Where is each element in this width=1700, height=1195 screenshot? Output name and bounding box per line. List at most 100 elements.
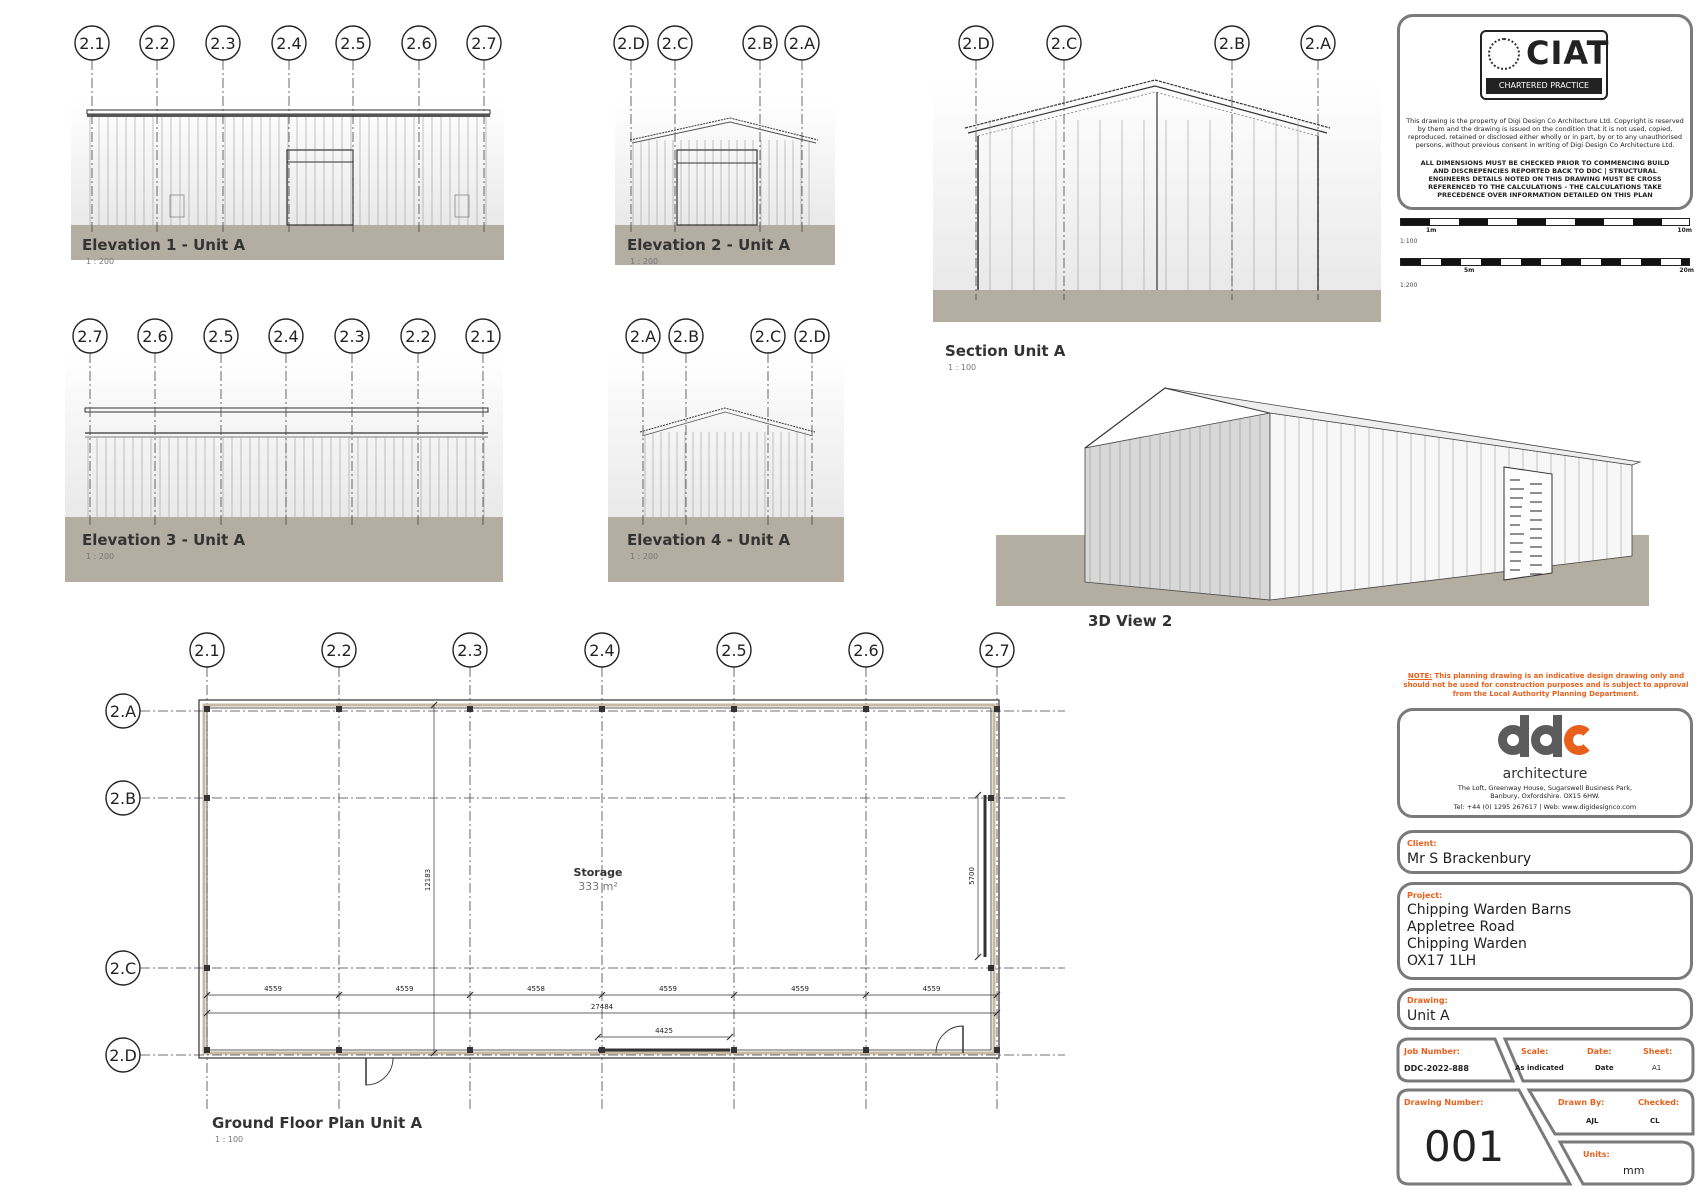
ground-band — [71, 225, 504, 260]
titleblock-project: Project: Chipping Warden Barns Appletree… — [1397, 882, 1693, 980]
project-line-1: Chipping Warden Barns — [1407, 902, 1572, 918]
titleblock-ciat-panel: CIAT CHARTERED PRACTICE This drawing is … — [1397, 14, 1693, 210]
grid-bubble-2.B: 2.B — [742, 25, 778, 235]
titleblock-client: Client: Mr S Brackenbury — [1397, 830, 1693, 874]
grid-bubble-2.7: 2.7 — [466, 25, 502, 235]
svg-text:2.B: 2.B — [110, 789, 136, 808]
project-line-3: Chipping Warden — [1407, 936, 1527, 952]
svg-text:2.C: 2.C — [755, 327, 781, 346]
svg-text:2.1: 2.1 — [79, 34, 104, 53]
svg-text:2.D: 2.D — [109, 1046, 137, 1065]
view-scale: 1 : 200 — [630, 257, 658, 266]
grid-bubble-2.5: 2.5 — [335, 25, 371, 235]
job-number: DDC-2022-888 — [1404, 1064, 1469, 1073]
grid-bubble-2.A: 2.A — [1300, 25, 1336, 300]
grid-bubble-2.D: 2.D — [794, 318, 830, 528]
grid-bubble-2.1: 2.1 — [74, 25, 110, 235]
dimension-note: ALL DIMENSIONS MUST BE CHECKED PRIOR TO … — [1420, 159, 1670, 199]
svg-text:2.A: 2.A — [110, 702, 136, 721]
planning-note: NOTE: This planning drawing is an indica… — [1400, 672, 1692, 699]
svg-text:2.6: 2.6 — [406, 34, 431, 53]
bay-dimension: 4559 — [264, 985, 282, 993]
ddc-logo: ddc — [1498, 715, 1598, 771]
titleblock-info-frame — [1396, 1037, 1695, 1186]
grid-bubble-2.2: 2.2 — [139, 25, 175, 235]
project-line-4: OX17 1LH — [1407, 953, 1477, 969]
grid-bubble-2.A: 2.A — [625, 318, 661, 528]
room-area: 333 m² — [578, 880, 618, 893]
bay-dimension: 4559 — [791, 985, 809, 993]
svg-text:2.1: 2.1 — [470, 327, 495, 346]
grid-bubble-2.D: 2.D — [105, 1037, 1065, 1073]
grid-bubble-2.C: 2.C — [750, 318, 786, 528]
grid-bubble-2.6: 2.6 — [401, 25, 437, 235]
drawing-name: Unit A — [1407, 1008, 1450, 1024]
grid-bubble-2.5: 2.5 — [716, 632, 752, 1110]
firm-contact: Tel: +44 (0) 1295 267617 | Web: www.digi… — [1453, 803, 1637, 811]
copyright-text: This drawing is the property of Digi Des… — [1406, 117, 1684, 149]
svg-text:2.1: 2.1 — [194, 641, 219, 660]
drawn-by: AJL — [1586, 1117, 1599, 1125]
bay-dimension: 4559 — [659, 985, 677, 993]
view-title: Elevation 3 - Unit A — [82, 531, 245, 549]
view-scale: 1 : 100 — [948, 363, 976, 372]
titleblock-drawing: Drawing: Unit A — [1397, 988, 1693, 1030]
svg-text:2.3: 2.3 — [457, 641, 482, 660]
ciat-logo: CIAT CHARTERED PRACTICE — [1480, 30, 1609, 100]
grid-bubble-2.4: 2.4 — [584, 632, 620, 1110]
side-dimension: 5700 — [968, 867, 976, 885]
titleblock-firm-panel: ddc architecture The Loft, Greenway Hous… — [1397, 708, 1693, 818]
grid-bubble-2.A: 2.A — [784, 25, 820, 235]
svg-text:2.5: 2.5 — [721, 641, 746, 660]
door-dimension: 4425 — [655, 1027, 673, 1035]
bay-dimension: 4559 — [923, 985, 941, 993]
units-value: mm — [1623, 1164, 1645, 1177]
svg-text:2.A: 2.A — [1305, 34, 1331, 53]
view-scale: 1 : 200 — [86, 257, 114, 266]
firm-address: The Loft, Greenway House, Sugarswell Bus… — [1457, 784, 1633, 800]
view-title: Section Unit A — [945, 342, 1066, 360]
svg-text:2.2: 2.2 — [405, 327, 430, 346]
grid-bubble-2.6: 2.6 — [137, 318, 173, 528]
grid-bubble-2.7: 2.7 — [979, 632, 1015, 1110]
view-title: Elevation 2 - Unit A — [627, 236, 790, 254]
client-name: Mr S Brackenbury — [1407, 851, 1532, 867]
grid-bubble-2.B: 2.B — [105, 780, 1065, 816]
grid-bubble-2.7: 2.7 — [72, 318, 108, 528]
svg-text:2.D: 2.D — [962, 34, 990, 53]
grid-bubble-2.4: 2.4 — [271, 25, 307, 235]
view-title: Ground Floor Plan Unit A — [212, 1114, 423, 1132]
grid-bubble-2.C: 2.C — [1046, 25, 1082, 300]
bay-dimension: 4558 — [527, 985, 545, 993]
svg-text:2.C: 2.C — [110, 959, 136, 978]
bay-dimension: 4559 — [396, 985, 414, 993]
svg-text:2.5: 2.5 — [340, 34, 365, 53]
firm-name: architecture — [1502, 766, 1588, 782]
svg-text:2.6: 2.6 — [142, 327, 167, 346]
svg-text:2.C: 2.C — [1051, 34, 1077, 53]
svg-text:2.6: 2.6 — [853, 641, 878, 660]
grid-bubble-2.1: 2.1 — [465, 318, 501, 528]
ciat-emblem-icon — [1488, 38, 1520, 70]
svg-text:2.7: 2.7 — [984, 641, 1009, 660]
depth-dimension: 12183 — [424, 869, 432, 891]
grid-bubble-2.2: 2.2 — [321, 632, 357, 1110]
svg-text:2.4: 2.4 — [273, 327, 298, 346]
svg-text:2.B: 2.B — [673, 327, 699, 346]
grid-bubble-2.C: 2.C — [657, 25, 693, 235]
svg-text:2.7: 2.7 — [471, 34, 496, 53]
svg-text:2.2: 2.2 — [326, 641, 351, 660]
3d-view: 3D View 2 — [996, 387, 1649, 630]
ground-band — [65, 517, 503, 582]
scale-value: As indicated — [1515, 1064, 1564, 1072]
svg-text:2.D: 2.D — [617, 34, 645, 53]
ground-band — [608, 517, 844, 582]
grid-bubble-2.C: 2.C — [105, 950, 1065, 986]
svg-text:2.A: 2.A — [630, 327, 656, 346]
scalebar-1: 1m 10m 1:100 — [1400, 218, 1692, 248]
note-text: This planning drawing is an indicative d… — [1403, 672, 1689, 698]
grid-bubble-2.3: 2.3 — [205, 25, 241, 235]
